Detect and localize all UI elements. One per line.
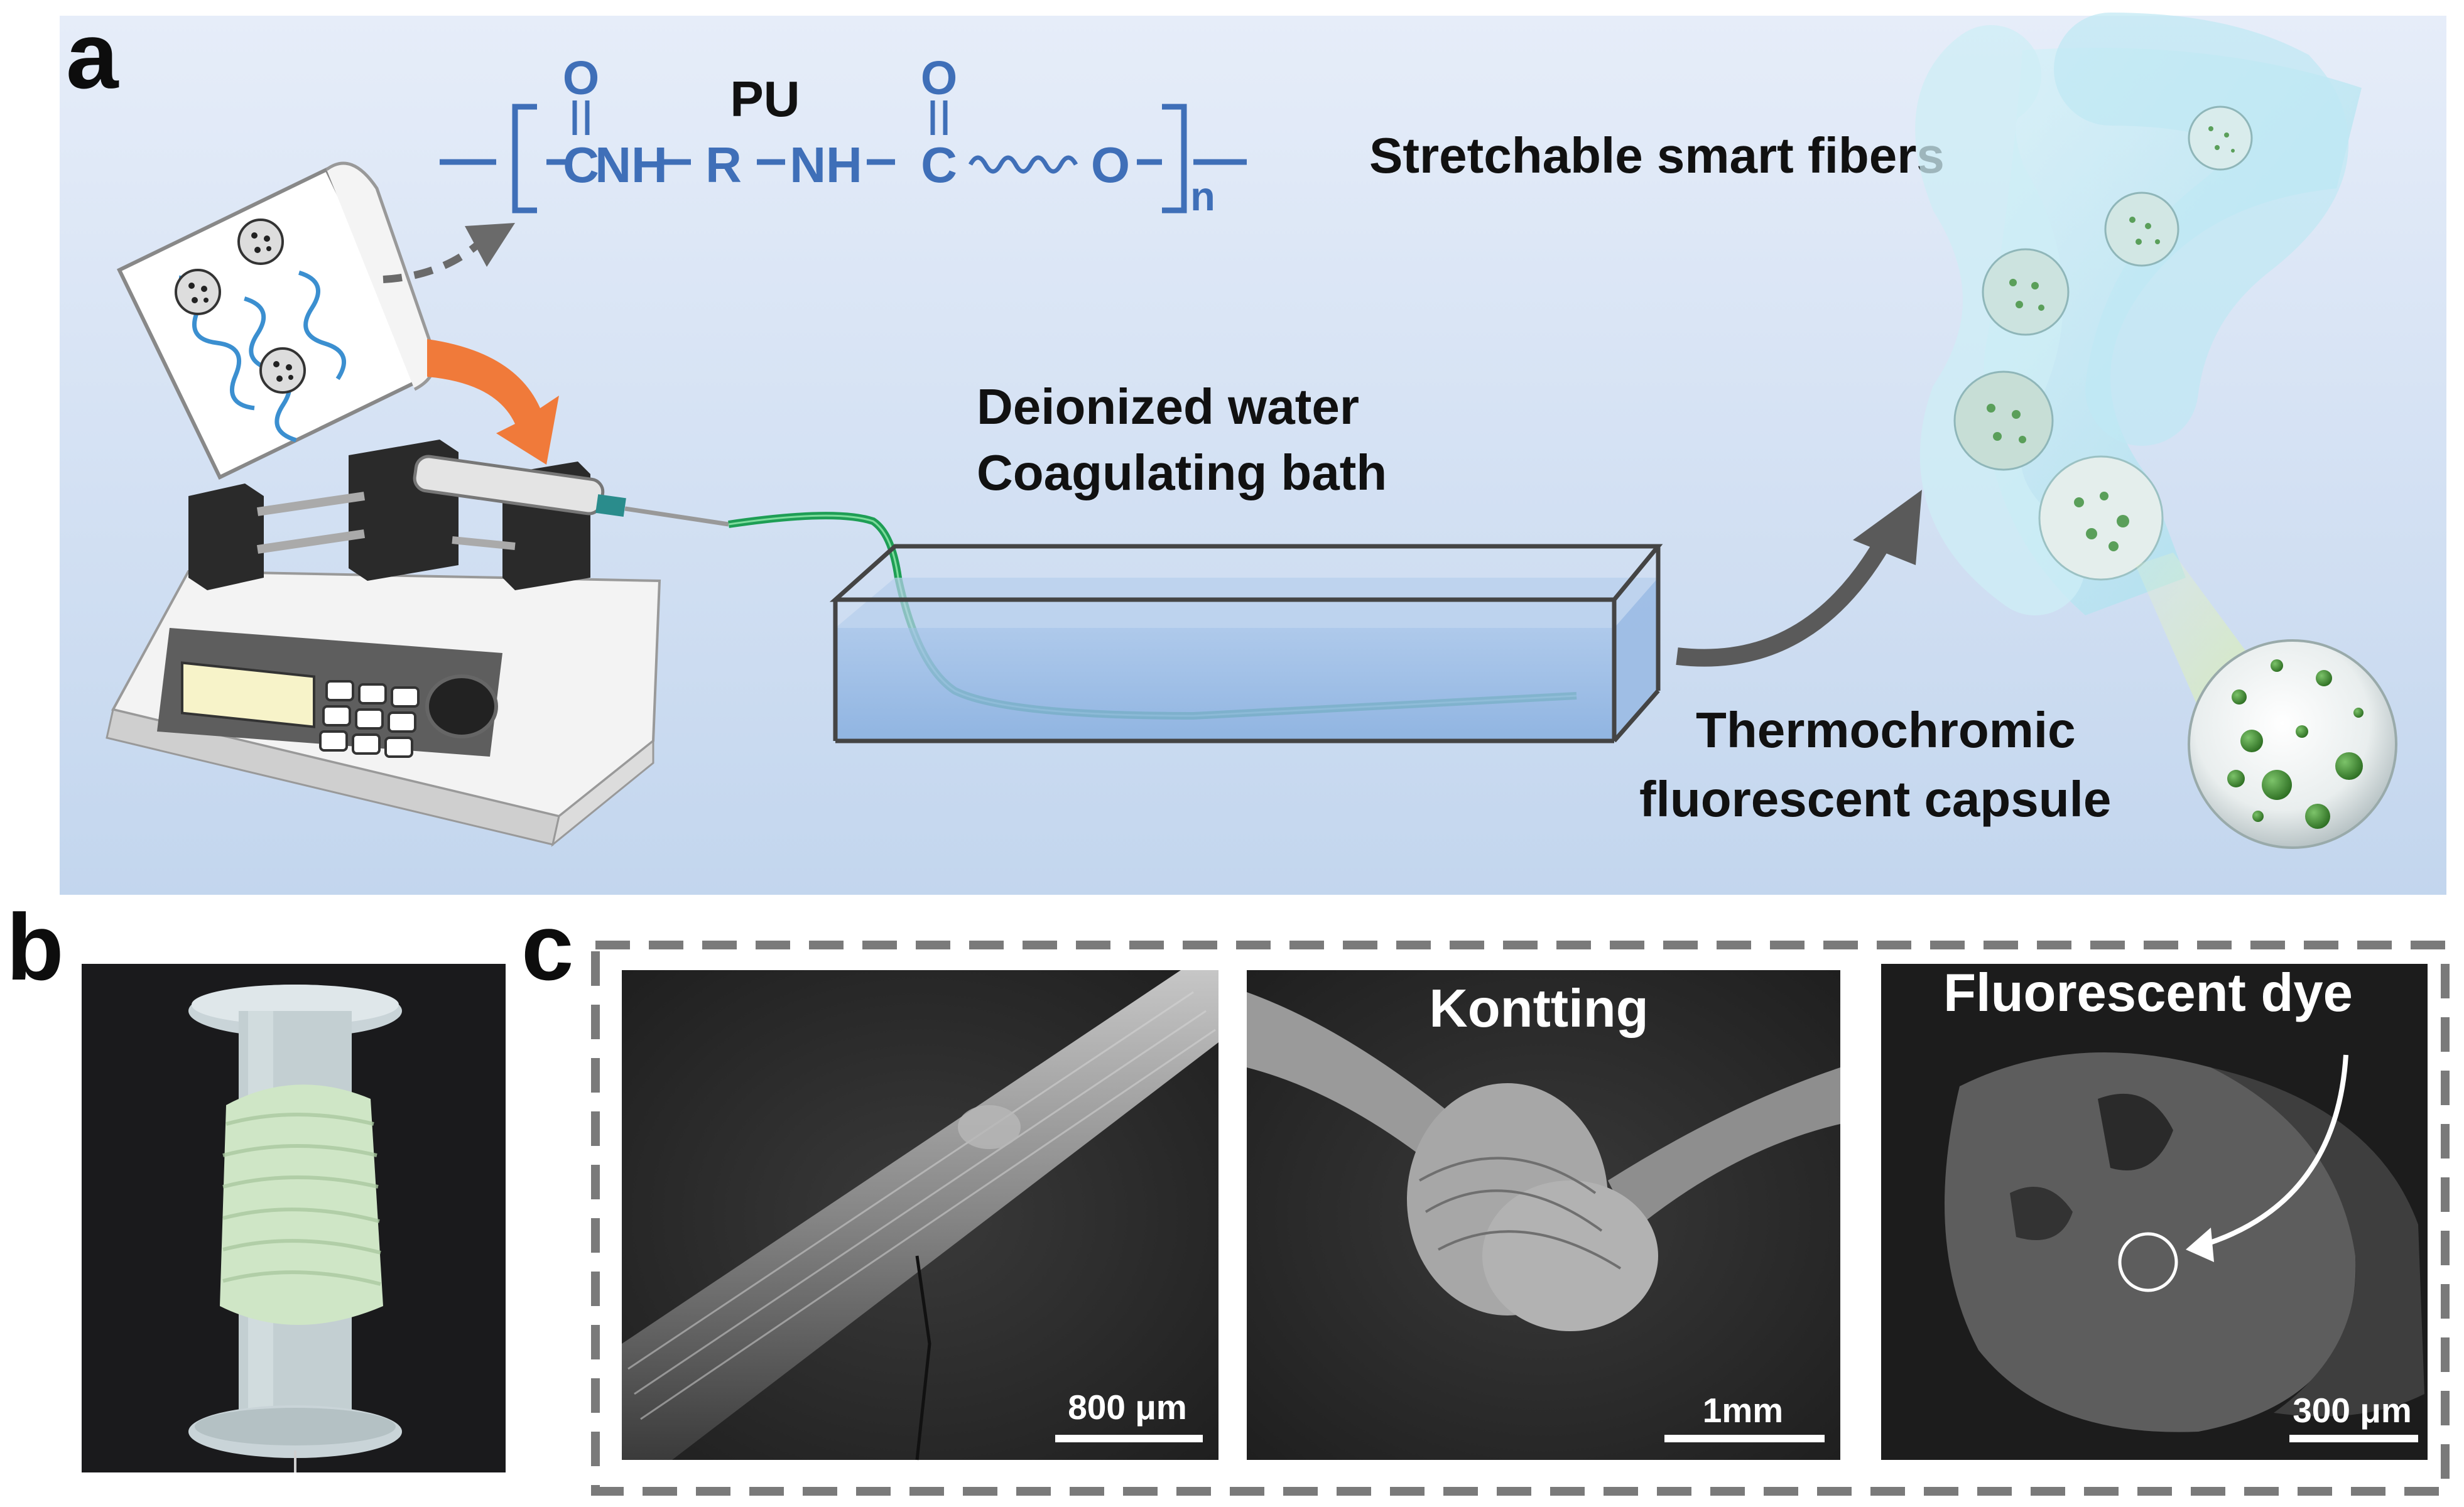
fiber-spool-photo xyxy=(82,964,506,1472)
chem-oxygen-2: O xyxy=(921,51,957,104)
chem-subscript-n: n xyxy=(1190,173,1215,219)
sem-3-scale-label: 300 μm xyxy=(2293,1391,2412,1430)
panel-a-label: a xyxy=(66,3,119,108)
bath-title-line-1: Deionized water xyxy=(977,379,1359,435)
sem-3-scale-bar xyxy=(2289,1435,2418,1442)
fiber-icon xyxy=(1915,13,2362,615)
pu-chemical-structure xyxy=(440,100,1247,213)
arrow-icon-head-2 xyxy=(1853,490,1922,565)
capsule-icon xyxy=(2188,639,2397,849)
panel-c-label: c xyxy=(521,894,573,1000)
chem-oxygen-ester: O xyxy=(1091,137,1130,193)
sem-1-scale-bar xyxy=(1055,1435,1203,1442)
chem-carbon-1: C xyxy=(563,137,599,193)
chem-nh-2: NH xyxy=(790,137,862,193)
panel-c-dashed-frame xyxy=(591,941,2450,1496)
chem-carbon-2: C xyxy=(921,137,957,193)
sem-image-2: Kontting 1mm xyxy=(1247,970,1840,1460)
pu-chemical-labels: O O C NH R NH C O n PU xyxy=(563,51,1215,219)
arrow-icon-to-structure xyxy=(383,242,480,283)
panel-b: b xyxy=(6,894,506,1472)
arrow-icon-pour xyxy=(427,339,559,465)
capsule-icon-small-2 xyxy=(237,219,284,265)
sem-image-3: Fluorescent dye 300 μm xyxy=(1881,963,2428,1460)
sem-2-title: Kontting xyxy=(1429,979,1648,1039)
arrow-icon-head-1 xyxy=(465,223,515,267)
syringe-pump-icon xyxy=(106,440,729,847)
capsule-icon-small-3 xyxy=(259,347,306,394)
bath-title-line-2: Coagulating bath xyxy=(977,445,1387,500)
dye-highlight-circle xyxy=(2118,1232,2178,1292)
sem-2-scale-bar xyxy=(1664,1435,1825,1442)
arrow-icon-to-fiber xyxy=(1676,536,1892,667)
chem-nh-1: NH xyxy=(595,137,668,193)
polymer-name: PU xyxy=(730,71,800,127)
chem-r-group: R xyxy=(705,137,742,193)
coagulation-bath-icon xyxy=(829,544,1663,743)
chem-oxygen-1: O xyxy=(563,51,599,104)
arrow-icon-dye xyxy=(2197,1054,2348,1249)
panel-a: a O O C NH R NH xyxy=(60,3,2446,895)
sem-2-scale-label: 1mm xyxy=(1703,1391,1783,1430)
sem-3-title: Fluorescent dye xyxy=(1943,963,2353,1023)
sem-1-scale-label: 800 μm xyxy=(1068,1388,1187,1427)
panel-b-label: b xyxy=(6,894,64,1000)
panel-c: c 800 μm Kontting 1mm xyxy=(521,894,2450,1496)
sem-image-1: 800 μm xyxy=(622,970,1218,1461)
capsule-icon-small-1 xyxy=(175,269,221,315)
capsule-label-line-2: fluorescent capsule xyxy=(1639,771,2111,827)
beaker-icon xyxy=(116,161,437,480)
fibers-title: Stretchable smart fibers xyxy=(1369,127,1945,183)
capsule-label-line-1: Thermochromic xyxy=(1696,702,2076,758)
